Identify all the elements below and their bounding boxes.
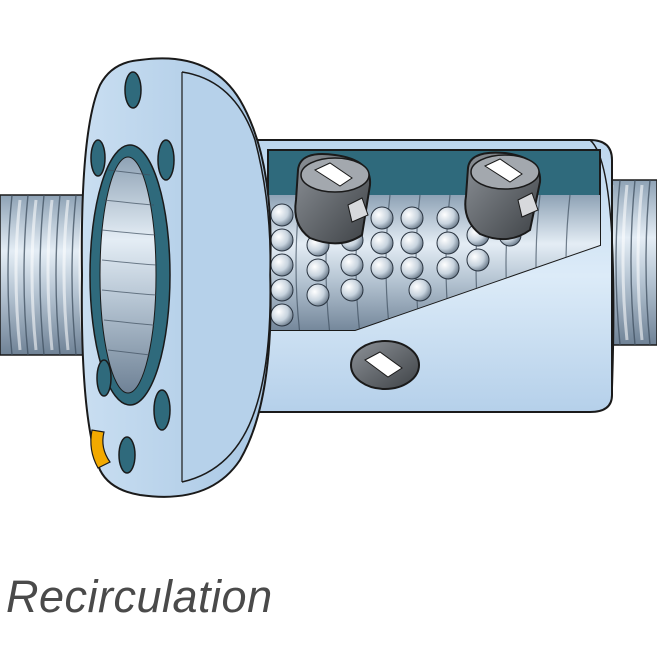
recirculation-deflector-top-right [464, 151, 542, 241]
recirculation-deflector-bottom [350, 340, 420, 390]
wiper-seal [90, 429, 111, 469]
ball-bearings [270, 203, 522, 327]
recirculation-deflector-top-left [294, 153, 372, 245]
figure-caption: Recirculation [6, 571, 273, 622]
flange-bolt-holes [90, 71, 175, 474]
ball-screw-illustration [0, 57, 657, 498]
flange-nut [80, 57, 272, 498]
